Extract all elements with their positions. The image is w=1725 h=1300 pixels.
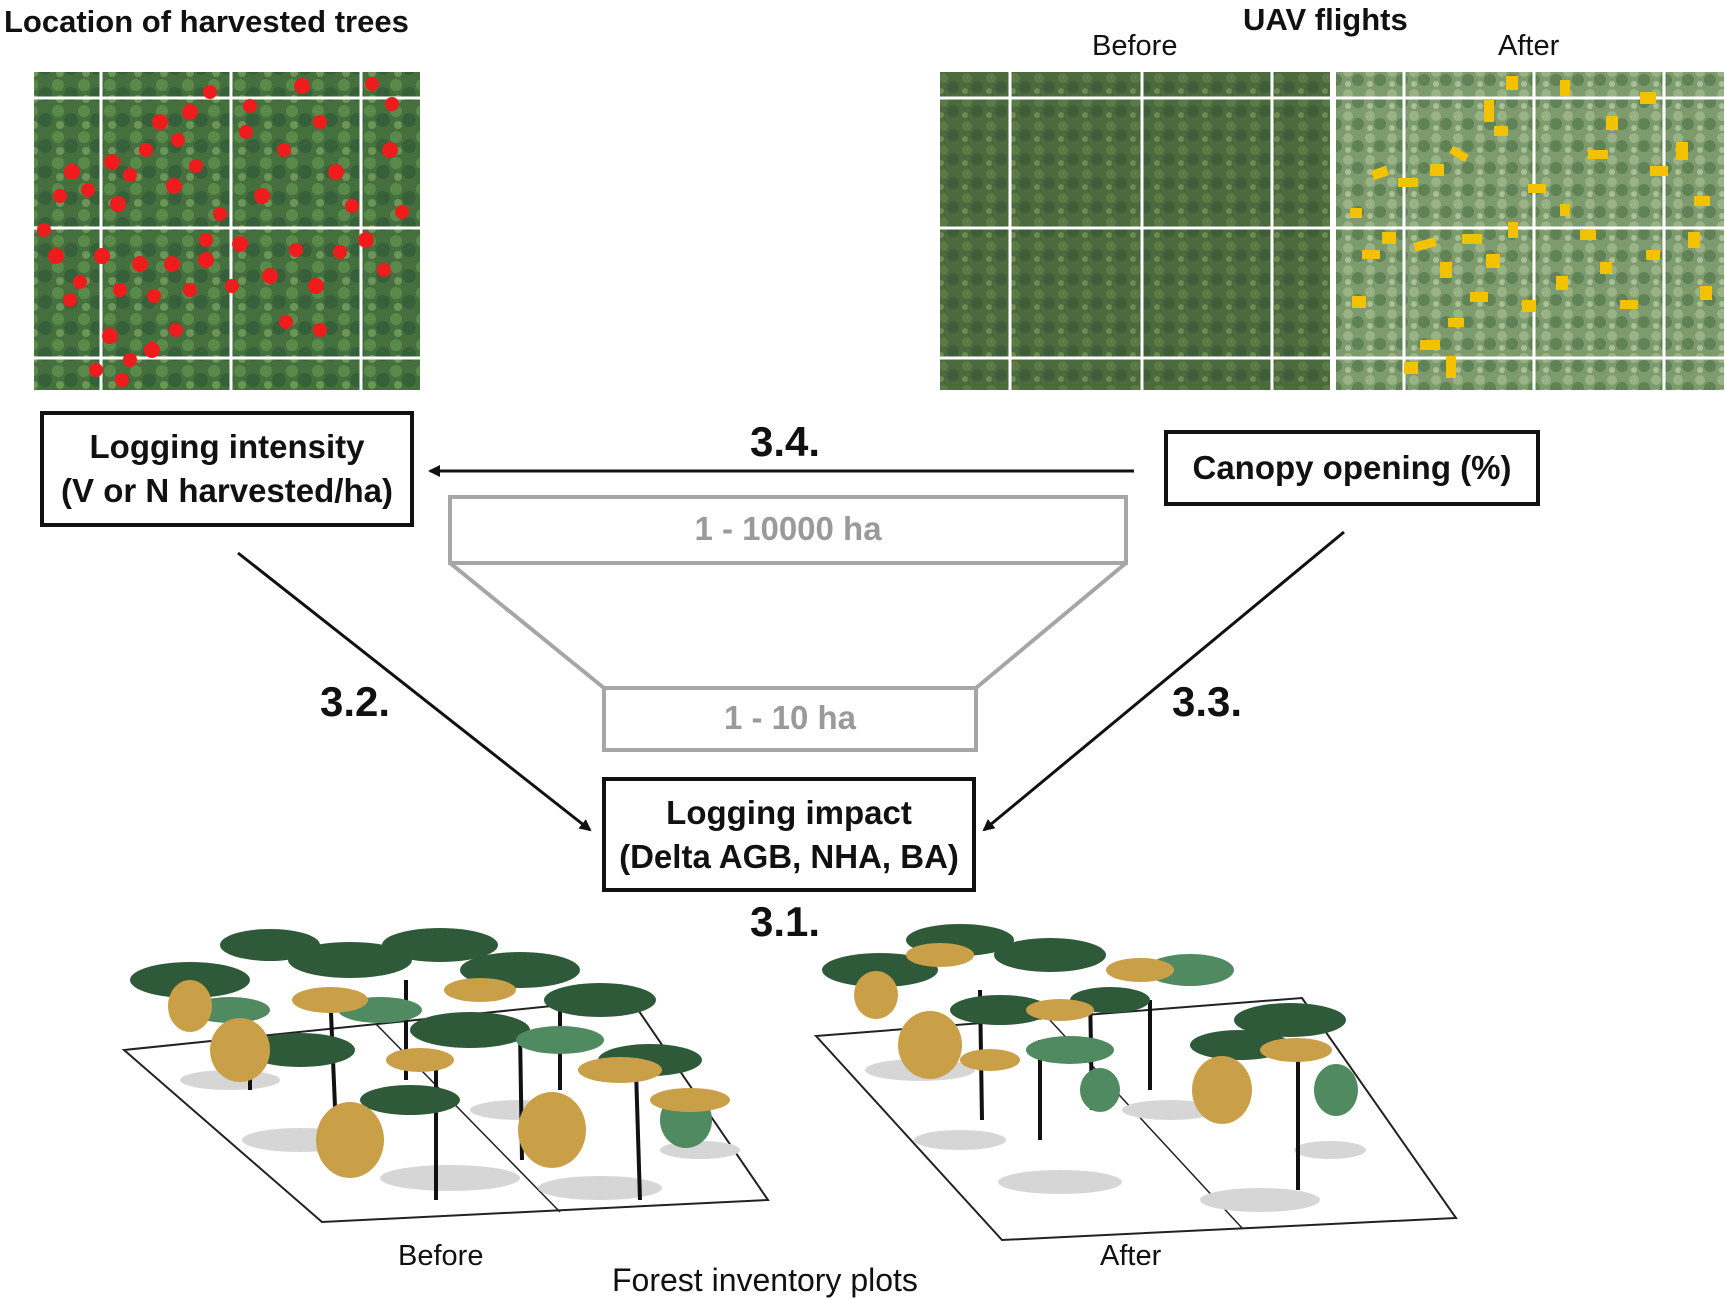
- canopy-opening-markers: [1350, 76, 1712, 378]
- scale-large-label: 1 - 10000 ha: [694, 510, 882, 547]
- canopy-opening-line1: Canopy opening (%): [1192, 449, 1512, 486]
- logging-intensity-line1: Logging intensity: [89, 428, 365, 465]
- logging-impact-box: Logging impact (Delta AGB, NHA, BA): [602, 777, 976, 892]
- forest-plot-before: [121, 928, 770, 1224]
- logging-impact-line2: (Delta AGB, NHA, BA): [619, 837, 959, 875]
- uav-after-label: After: [1498, 30, 1560, 62]
- uav-after-image: [1336, 72, 1724, 390]
- forest-inventory-plots-title: Forest inventory plots: [612, 1262, 918, 1298]
- arrow-canopy-to-impact: [982, 530, 1345, 832]
- harvested-trees-map: [34, 72, 420, 390]
- scale-small-label: 1 - 10 ha: [723, 699, 857, 736]
- uav-flights-title: UAV flights: [1243, 2, 1408, 37]
- inventory-after-label: After: [1100, 1240, 1162, 1272]
- scale-funnel: [448, 495, 1128, 752]
- inventory-before-label: Before: [398, 1240, 484, 1272]
- arrow-intensity-to-impact: [237, 551, 592, 832]
- step-3-4-label: 3.4.: [750, 418, 821, 465]
- logging-impact-line1: Logging impact: [666, 793, 912, 831]
- uav-before-image: [940, 72, 1330, 390]
- harvested-tree-markers: [37, 77, 409, 387]
- step-3-3-label: 3.3.: [1172, 678, 1243, 725]
- canopy-opening-box: Canopy opening (%): [1164, 430, 1540, 506]
- uav-before-label: Before: [1092, 30, 1178, 62]
- harvested-trees-title: Location of harvested trees: [4, 4, 409, 39]
- forest-plot-after: [813, 924, 1458, 1242]
- logging-intensity-box: Logging intensity (V or N harvested/ha): [40, 411, 414, 527]
- logging-intensity-line2: (V or N harvested/ha): [61, 472, 393, 509]
- step-3-1-label: 3.1.: [750, 898, 821, 945]
- step-3-2-label: 3.2.: [320, 678, 391, 725]
